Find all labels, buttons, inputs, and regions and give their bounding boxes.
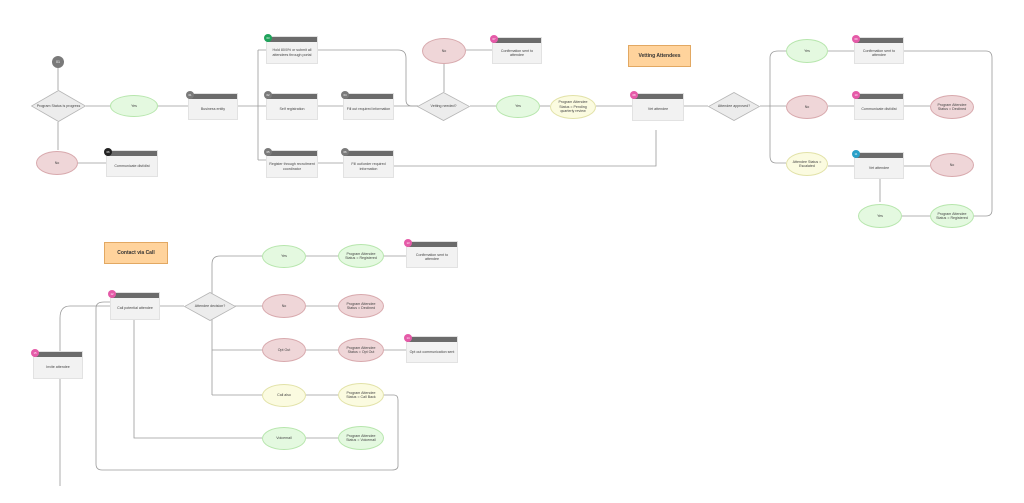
no-program-node: No — [36, 151, 78, 175]
connector — [238, 49, 266, 161]
connector — [95, 301, 399, 471]
status-voicemail-call-node: Program Attendee Status = Voicemail — [338, 426, 384, 450]
card-communicate-dlst: 06 Communicate dlst/dlst — [104, 148, 158, 177]
status-registered-call-node: Program Attendee Status = Registered — [338, 244, 384, 268]
yes-bottom-node: Yes — [858, 204, 902, 228]
yes-approved-node: Yes — [786, 39, 828, 63]
card-self-registration: 02 Self registration — [264, 91, 318, 120]
no-bottom-node: No — [930, 153, 974, 177]
card-badge: 11 — [852, 150, 860, 158]
no-approved-node: No — [786, 95, 828, 119]
status-escalated-node: Attendee Status = Escalated — [786, 152, 828, 176]
optout-call-node: Opt Out — [262, 338, 306, 362]
connector — [902, 50, 993, 217]
card-business-entity: 01 Business entity — [186, 91, 238, 120]
decision-program-status: Program Status is progress — [31, 90, 86, 122]
status-optout-call-node: Program Attendee Status = Opt Out — [338, 338, 384, 362]
connector — [394, 130, 657, 167]
card-fill-required: 04 Fill out required information — [341, 91, 394, 120]
card-invite-attendee: 15 Invite attendee — [31, 349, 83, 379]
card-communicate-dlst-top: 10 Communicate dlst/dlst — [852, 91, 904, 120]
card-register-recruitment: 05 Register through recruitment coordina… — [264, 148, 318, 178]
card-confirmation-vet: 07 Confirmation sent to attendee — [490, 35, 542, 64]
card-optout-comm: 14 Opt out communication sent — [404, 334, 458, 363]
yes-vetting-node: Yes — [496, 95, 540, 118]
card-badge: 06 — [104, 148, 112, 156]
card-badge: 01 — [186, 91, 194, 99]
card-hold-portal: 03 Hold 80/0% or submit all attendees th… — [264, 34, 318, 64]
card-badge: 09 — [852, 35, 860, 43]
card-badge: 06 — [341, 148, 349, 156]
card-badge: 08 — [630, 91, 638, 99]
card-vet-attendee: 08 Vet attendee — [630, 91, 684, 121]
card-badge: 05 — [264, 148, 272, 156]
card-badge: 03 — [264, 34, 272, 42]
connector — [211, 255, 262, 396]
card-badge: 12 — [108, 290, 116, 298]
card-badge: 13 — [404, 239, 412, 247]
yes-call-node: Yes — [262, 245, 306, 268]
no-vetting-node: No — [422, 38, 466, 64]
status-declined-call-node: Program Attendee Status = Declined — [338, 294, 384, 318]
callback-call-node: Call also — [262, 384, 306, 407]
connector — [760, 50, 786, 164]
decision-attendee-decision: Attendee decision? — [184, 292, 236, 321]
contact-note: Contact via Call — [104, 242, 168, 264]
card-confirmation-call: 13 Confirmation sent to attendee — [404, 239, 458, 268]
card-call-potential: 12 Call potential attendee — [108, 290, 160, 320]
connector — [59, 305, 110, 486]
connector — [133, 320, 262, 439]
no-call-node: No — [262, 294, 306, 318]
voicemail-call-node: Voicemail — [262, 427, 306, 450]
yes-program-node: Yes — [110, 95, 158, 117]
card-vet-attendee-2: 11 Vet attendee — [852, 150, 904, 179]
status-callback-call-node: Program Attendee Status = Call Back — [338, 383, 384, 407]
card-confirmation-approved: 09 Confirmation sent to attendee — [852, 35, 904, 64]
card-fill-other: 06 Fill out/order required information — [341, 148, 394, 178]
card-badge: 15 — [31, 349, 39, 357]
status-pending-node: Program Attendee Status = Pending quarte… — [550, 95, 596, 119]
vetting-note: Vetting Attendees — [628, 45, 691, 67]
status-registered-top-node: Program Attendee Status = Registered — [930, 204, 974, 228]
decision-attendee-approved: Attendee approved? — [708, 92, 760, 121]
card-badge: 14 — [404, 334, 412, 342]
start-node: 01 — [52, 56, 64, 68]
decision-vetting-needed: Vetting needed? — [417, 92, 470, 121]
card-badge: 02 — [264, 91, 272, 99]
card-badge: 04 — [341, 91, 349, 99]
card-badge: 07 — [490, 35, 498, 43]
status-declined-top-node: Program Attendee Status = Declined — [930, 95, 974, 119]
card-badge: 10 — [852, 91, 860, 99]
